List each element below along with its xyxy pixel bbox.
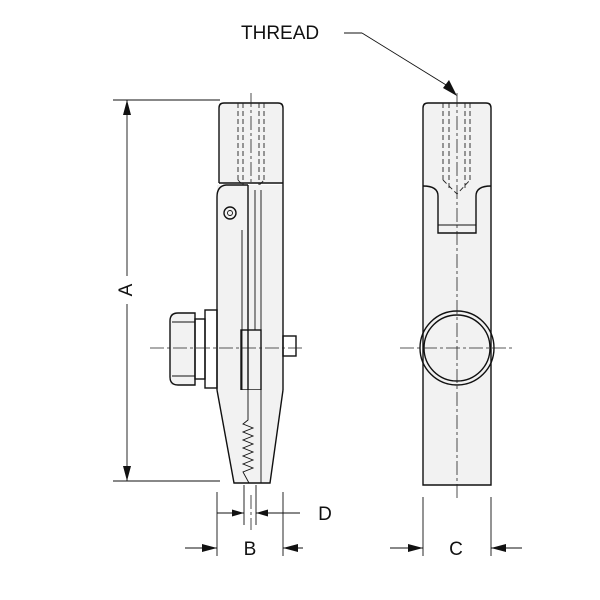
dimension-b-label: B	[244, 539, 257, 560]
dimension-d	[217, 485, 300, 525]
side-view	[150, 93, 302, 530]
dimension-a	[113, 99, 220, 482]
thread-label: THREAD	[241, 23, 319, 44]
thread-leader	[344, 32, 457, 96]
knurled-knob	[169, 309, 218, 389]
dimension-c	[390, 497, 522, 556]
dimension-b	[185, 492, 303, 556]
dimension-d-label: D	[318, 504, 332, 525]
front-view	[400, 93, 515, 500]
pivot-pin	[223, 206, 237, 220]
dimension-c-label: C	[449, 539, 463, 560]
dimension-a-label: A	[116, 283, 137, 296]
